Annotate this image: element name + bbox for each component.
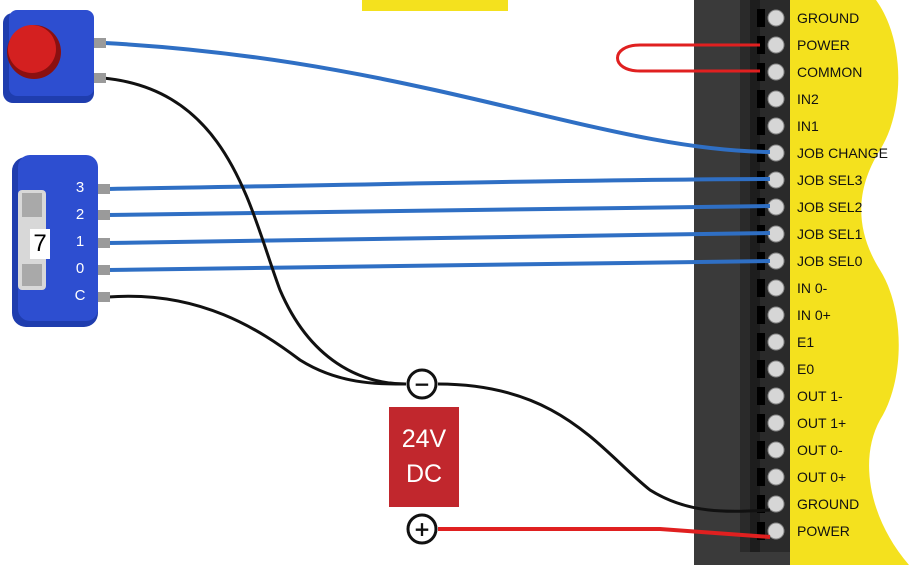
terminal-screw [767, 414, 785, 432]
wire-button-to-job-change [104, 41, 771, 154]
terminal-label: JOB SEL1 [797, 226, 863, 242]
label-background [790, 0, 909, 565]
terminal-screw [767, 225, 785, 243]
terminal-screw [767, 441, 785, 459]
wire-sel3 [107, 177, 771, 191]
terminal-wire-entry [757, 306, 765, 324]
terminal-block-rail [750, 0, 760, 552]
terminal-label: OUT 1- [797, 388, 843, 404]
terminal-label: OUT 1+ [797, 415, 847, 431]
terminal-label: JOB SEL2 [797, 199, 863, 215]
terminal-label: COMMON [797, 64, 863, 80]
dip-pin-label: 1 [75, 233, 85, 250]
plus-symbol: + [413, 517, 431, 541]
dip-pin-label: C [74, 287, 86, 304]
terminal-screw [767, 306, 785, 324]
terminal-wire-entry [757, 279, 765, 297]
terminal-screw [767, 63, 785, 81]
terminal-label: E0 [797, 361, 815, 377]
terminal-wire-entry [757, 495, 765, 513]
terminal-wire-entry [757, 117, 765, 135]
terminal-label: E1 [797, 334, 815, 350]
terminal-label: POWER [797, 37, 850, 53]
terminal-label: GROUND [797, 496, 860, 512]
negative-terminal [406, 368, 438, 400]
terminal-label: JOB SEL3 [797, 172, 863, 188]
terminal-screw [767, 468, 785, 486]
terminal-wire-entry [757, 414, 765, 432]
minus-symbol: − [413, 372, 431, 396]
terminal-label: IN1 [797, 118, 819, 134]
dip-pin-label: 3 [75, 179, 85, 196]
terminal-screw [767, 333, 785, 351]
terminal-screw [767, 198, 785, 216]
terminal-screw [767, 90, 785, 108]
terminal-wire-entry [757, 36, 765, 54]
top-note-highlight [362, 0, 508, 11]
terminal-screw [767, 279, 785, 297]
terminal-screw [767, 36, 785, 54]
wire-power-loop [616, 43, 760, 73]
dip-pin-label: 2 [75, 206, 85, 223]
terminal-label: IN 0- [797, 280, 828, 296]
wire-sel1 [107, 231, 771, 245]
terminal-screw [767, 495, 785, 513]
terminal-wire-entry [757, 387, 765, 405]
terminal-wire-entry [757, 468, 765, 486]
terminal-label: GROUND [797, 10, 860, 26]
wire-button-to-neg [102, 76, 407, 386]
terminal-screw [767, 522, 785, 540]
wire-sel0 [107, 259, 771, 272]
terminal-wire-entry [757, 9, 765, 27]
push-button [3, 10, 106, 103]
dip-switch-digit: 7 [30, 229, 50, 259]
terminal-label: OUT 0+ [797, 469, 847, 485]
terminal-screw [767, 252, 785, 270]
terminal-screw [767, 171, 785, 189]
terminal-wire-entry [757, 333, 765, 351]
terminal-label: POWER [797, 523, 850, 539]
power-supply-box [389, 407, 459, 507]
positive-terminal [406, 513, 438, 545]
terminal-screw [767, 117, 785, 135]
dip-switch [12, 155, 110, 327]
terminal-wire-entry [757, 522, 765, 540]
dip-pin-label: 0 [75, 260, 85, 277]
terminal-wire-entry [757, 63, 765, 81]
terminal-label: IN 0+ [797, 307, 831, 323]
wire-switch-c-to-neg [107, 294, 407, 386]
terminal-label: JOB SEL0 [797, 253, 863, 269]
terminal-screw [767, 9, 785, 27]
terminal-wire-entry [757, 90, 765, 108]
terminal-label: IN2 [797, 91, 819, 107]
terminal-label: JOB CHANGE [797, 145, 889, 161]
terminal-screw [767, 144, 785, 162]
wire-pos-to-power [438, 527, 771, 539]
wire-sel2 [107, 204, 771, 217]
terminal-wire-entry [757, 360, 765, 378]
psu-dc-label: DC [405, 460, 443, 488]
terminal-screw [767, 360, 785, 378]
terminal-screw [767, 387, 785, 405]
terminal-label: OUT 0- [797, 442, 843, 458]
terminal-wire-entry [757, 441, 765, 459]
wire-neg-to-ground [437, 382, 771, 513]
psu-voltage-label: 24V [401, 425, 447, 453]
